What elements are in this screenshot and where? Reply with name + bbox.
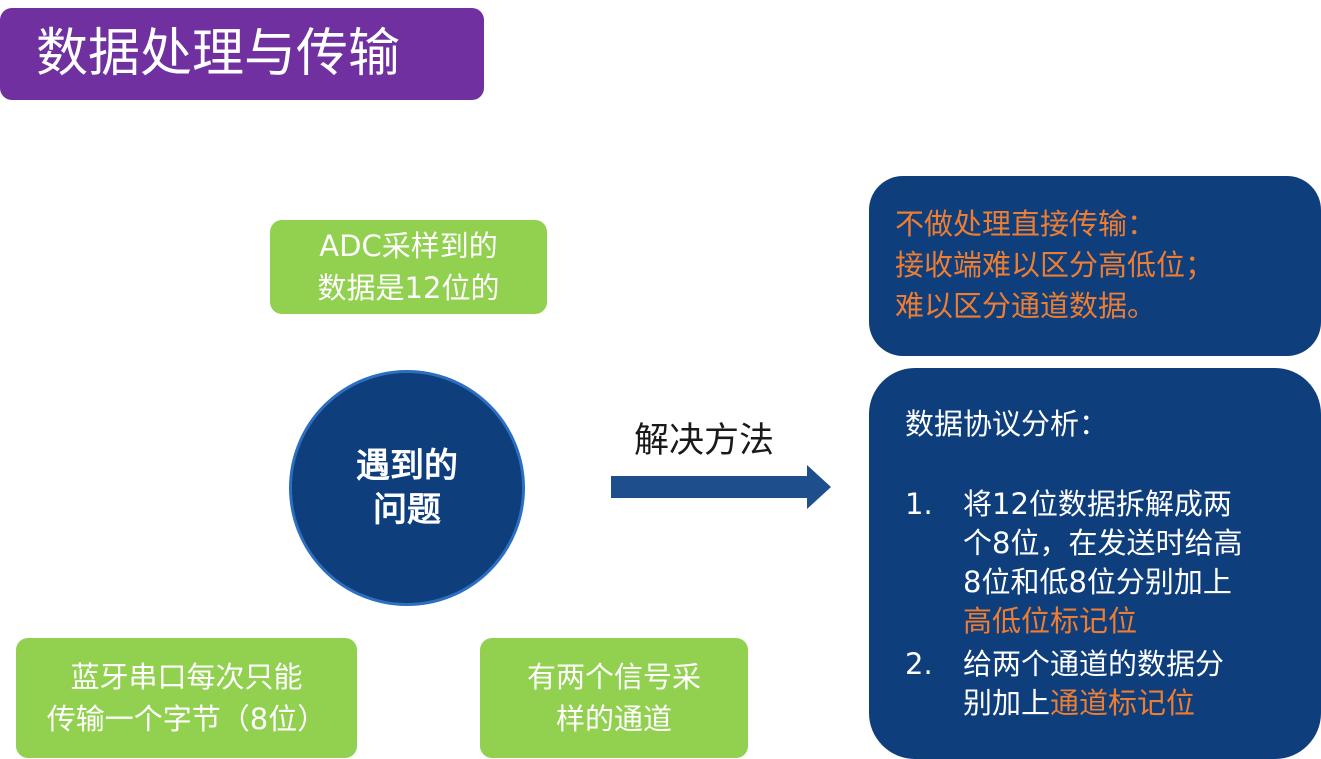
direct-transfer-box: 不做处理直接传输： 接收端难以区分高低位； 难以区分通道数据。 [869,176,1321,356]
page-title: 数据处理与传输 [0,8,484,100]
protocol-item-2-line-1: 给两个通道的数据分 [963,647,1225,681]
protocol-item-2-highlight: 通道标记位 [1050,686,1196,720]
solution-method-label: 解决方法 [634,421,775,461]
direct-transfer-line-1: 不做处理直接传输： [895,207,1157,241]
problem-circle-line-1: 遇到的 [356,446,458,486]
protocol-item-2-number: 2. [905,647,933,681]
problem-circle: 遇到的 问题 [289,370,525,606]
protocol-item-2-prefix: 别加上 [963,686,1051,720]
protocol-item-1-line-1: 将12位数据拆解成两 [963,487,1232,521]
right-arrow-icon [611,465,831,509]
problem-adc-box: ADC采样到的 数据是12位的 [270,220,547,314]
protocol-item-1-line-3: 8位和低8位分别加上 [963,565,1232,599]
problem-channels-box: 有两个信号采 样的通道 [480,638,748,758]
direct-transfer-line-3: 难以区分通道数据。 [895,289,1157,323]
direct-transfer-line-2: 接收端难以区分高低位； [895,248,1215,282]
problem-channels-line-1: 有两个信号采 [526,660,701,694]
problem-adc-line-1: ADC采样到的 [319,229,498,263]
protocol-analysis-box: 数据协议分析： 1. 将12位数据拆解成两 个8位，在发送时给高 8位和低8位分… [869,368,1321,759]
protocol-heading: 数据协议分析： [905,407,1109,441]
problem-bluetooth-line-1: 蓝牙串口每次只能 [70,660,303,694]
problem-channels-line-2: 样的通道 [555,702,672,736]
protocol-item-2-line-2: 别加上通道标记位 [963,684,1195,723]
protocol-item-1-number: 1. [905,487,933,521]
problem-circle-line-2: 问题 [373,490,441,530]
problem-bluetooth-box: 蓝牙串口每次只能 传输一个字节（8位） [16,638,357,758]
protocol-item-1-line-2: 个8位，在发送时给高 [963,526,1243,560]
problem-adc-line-2: 数据是12位的 [317,271,500,305]
protocol-item-1-highlight: 高低位标记位 [963,604,1138,638]
problem-bluetooth-line-2: 传输一个字节（8位） [46,702,327,736]
